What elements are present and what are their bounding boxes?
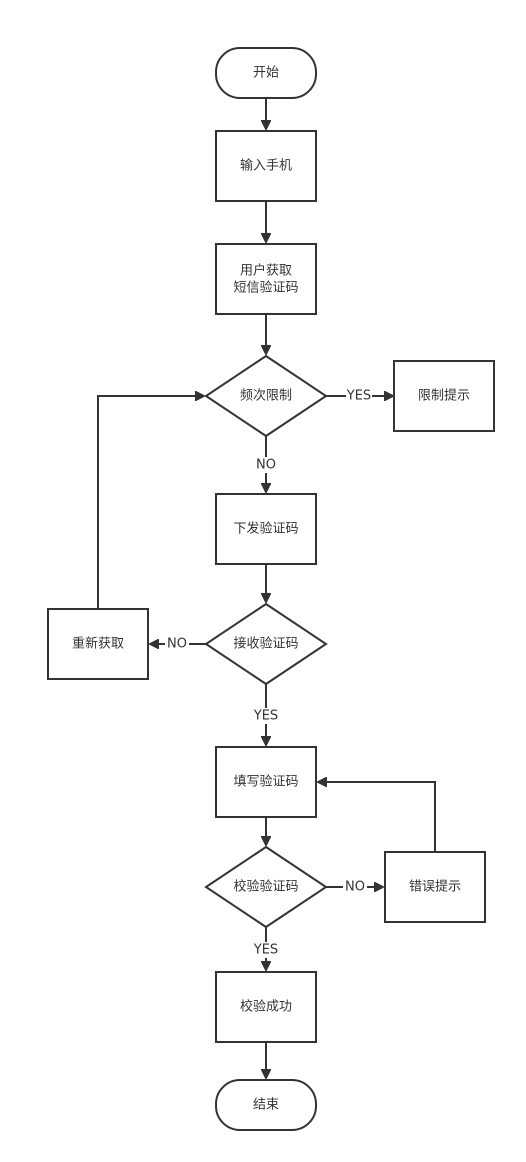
node-end-label: 结束 [253, 1098, 279, 1113]
node-start: 开始 [215, 47, 317, 99]
edge-retry-to-frequency [97, 396, 204, 608]
node-frequency-limit-label: 频次限制 [240, 388, 292, 404]
node-fill-code: 填写验证码 [215, 746, 317, 818]
node-fill-code-label: 填写验证码 [233, 774, 298, 790]
node-error-prompt: 错误提示 [384, 851, 486, 923]
node-start-label: 开始 [253, 66, 279, 81]
node-verify-code: 校验验证码 [204, 845, 328, 929]
node-verify-code-label: 校验验证码 [233, 879, 298, 895]
node-verify-success: 校验成功 [215, 971, 317, 1043]
node-frequency-limit: 频次限制 [204, 354, 328, 438]
node-input-phone-label: 输入手机 [240, 158, 292, 174]
node-request-sms-label-line2: 短信验证码 [233, 280, 298, 296]
node-send-code: 下发验证码 [215, 493, 317, 565]
node-limit-prompt: 限制提示 [393, 360, 495, 432]
node-verify-success-label: 校验成功 [240, 999, 292, 1015]
node-input-phone: 输入手机 [215, 130, 317, 202]
edge-label-frequency-no: NO [256, 458, 276, 473]
node-retry-label: 重新获取 [72, 636, 124, 652]
edge-label-verify-no: NO [345, 880, 365, 895]
edge-label-receive-no: NO [167, 637, 187, 652]
edge-labels: YES NO NO YES NO YES [165, 388, 372, 958]
node-retry: 重新获取 [47, 608, 149, 680]
node-request-sms-label-line1: 用户获取 [240, 263, 292, 279]
edge-label-verify-yes: YES [253, 943, 278, 958]
node-receive-code: 接收验证码 [204, 602, 328, 686]
nodes: 开始 输入手机 用户获取 短信验证码 频次限制 限制提示 下发验证码 [47, 47, 495, 1131]
edge-label-frequency-yes: YES [346, 389, 371, 404]
node-end: 结束 [215, 1079, 317, 1131]
node-error-prompt-label: 错误提示 [409, 879, 461, 895]
edge-label-receive-yes: YES [253, 709, 278, 724]
node-request-sms: 用户获取 短信验证码 [215, 243, 317, 315]
node-receive-code-label: 接收验证码 [233, 636, 298, 652]
edge-error-to-fill [318, 782, 436, 852]
node-send-code-label: 下发验证码 [233, 521, 298, 537]
node-limit-prompt-label: 限制提示 [418, 388, 470, 404]
